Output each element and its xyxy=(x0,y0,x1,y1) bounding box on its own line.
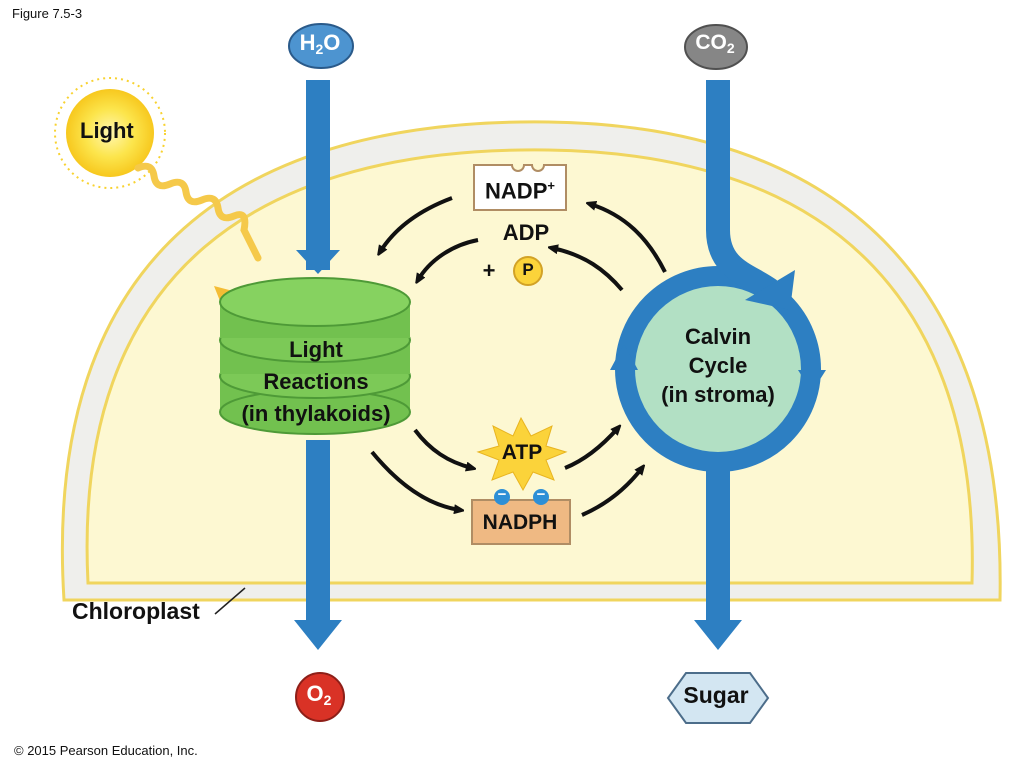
nadp-charge: + xyxy=(547,178,555,193)
copyright-notice: © 2015 Pearson Education, Inc. xyxy=(14,743,198,758)
co2-label: CO2 xyxy=(695,31,734,56)
chloroplast-pointer-line xyxy=(214,587,246,615)
water-to-oxygen-arrow xyxy=(294,80,342,650)
calvin-cycle-ring xyxy=(610,80,826,650)
oxygen-circle xyxy=(295,672,345,722)
figure-label: Figure 7.5-3 xyxy=(12,6,83,21)
nadp-plus-box xyxy=(473,164,567,211)
co2-oval xyxy=(684,24,748,70)
sun-icon xyxy=(54,77,166,189)
nadp-plus-label: NADP+ xyxy=(485,178,555,204)
co2-main: CO xyxy=(695,31,727,54)
electron-icon xyxy=(533,489,549,505)
electron-icon xyxy=(494,489,510,505)
light-reactions-line-3: (in thylakoids) xyxy=(241,401,391,426)
nadph-label: NADPH xyxy=(482,511,558,534)
adp-label: ADP xyxy=(502,220,550,245)
chloroplast-label: Chloroplast xyxy=(72,598,200,624)
oxygen-main: O xyxy=(306,681,324,706)
light-label: Light xyxy=(80,118,134,143)
calvin-cycle-line-3: (in stroma) xyxy=(661,382,775,407)
sugar-label: Sugar xyxy=(683,682,749,708)
sugar-hexagon xyxy=(666,672,770,724)
nadph-box xyxy=(471,499,571,545)
atp-star xyxy=(476,416,568,492)
calvin-cycle-label: Calvin Cycle (in stroma) xyxy=(661,322,775,409)
electron-sign-2: − xyxy=(536,486,546,503)
light-ray xyxy=(134,162,262,262)
atp-label: ATP xyxy=(501,441,543,464)
water-h: H xyxy=(299,30,316,55)
water-oval xyxy=(288,23,354,69)
plus-sign: + xyxy=(482,258,496,283)
calvin-cycle-line-1: Calvin xyxy=(684,324,752,349)
cycle-arrows xyxy=(370,196,667,517)
water-o: O xyxy=(323,30,341,55)
water-label: H2O xyxy=(300,30,341,57)
thylakoid-stack xyxy=(219,277,411,435)
light-reactions-line-1: Light xyxy=(289,337,343,362)
calvin-cycle-line-2: Cycle xyxy=(688,353,748,378)
water-subscript: 2 xyxy=(315,41,324,57)
oxygen-subscript: 2 xyxy=(323,692,332,708)
light-reactions-line-2: Reactions xyxy=(263,369,369,394)
co2-subscript: 2 xyxy=(726,40,735,56)
light-reactions-label: Light Reactions (in thylakoids) xyxy=(241,334,390,430)
oxygen-label: O2 xyxy=(307,681,332,708)
electron-sign-1: − xyxy=(497,486,507,503)
nadp-text: NADP xyxy=(485,178,548,204)
phosphate-label: P xyxy=(522,260,534,279)
phosphate-circle xyxy=(513,256,543,286)
